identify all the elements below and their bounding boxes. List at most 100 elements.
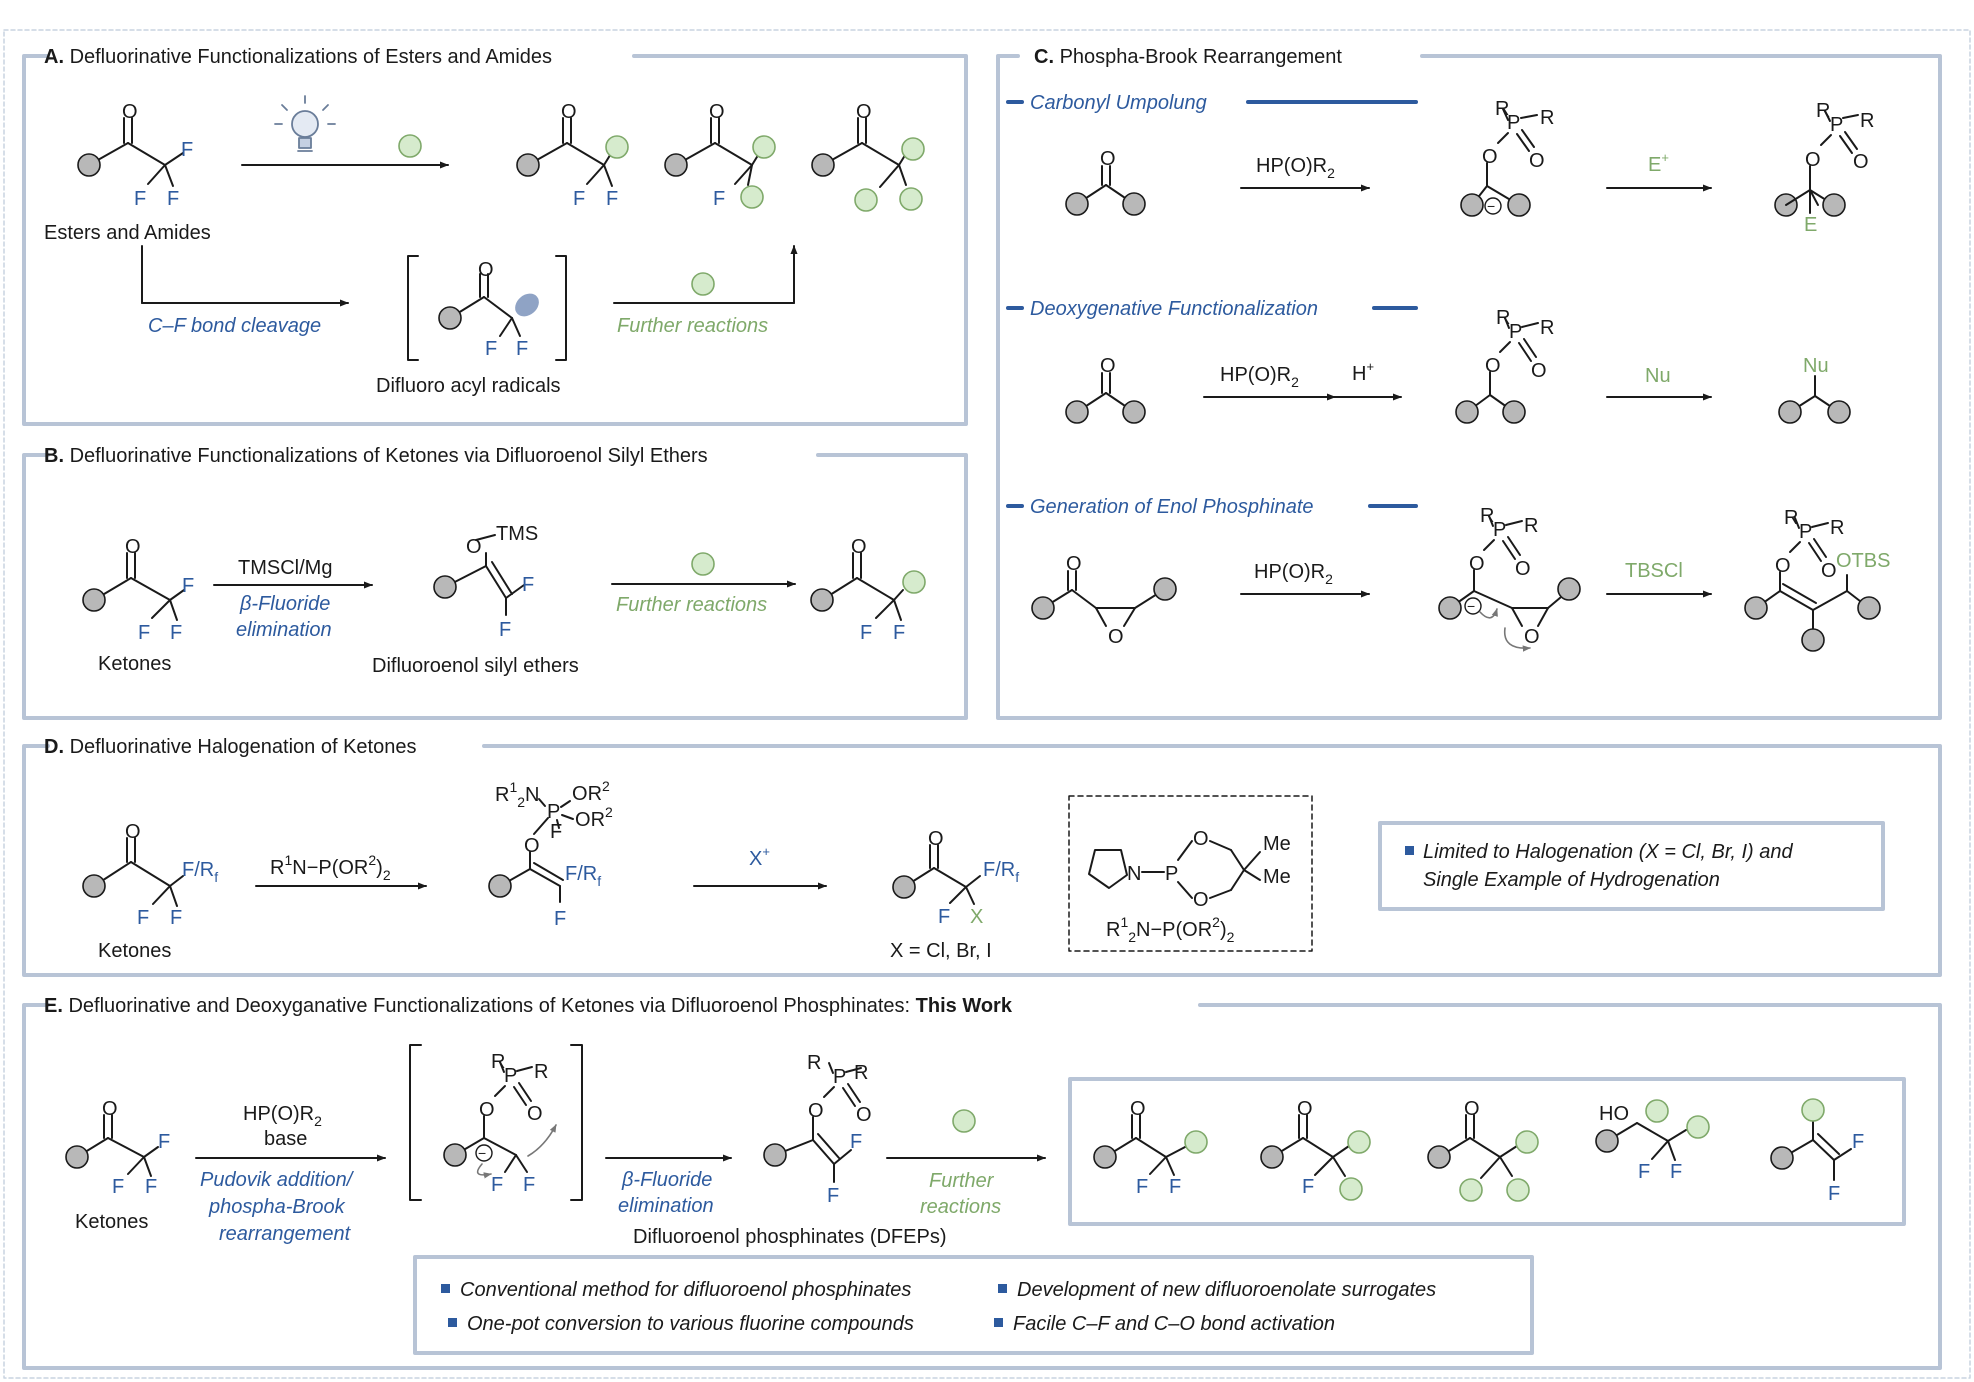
e-base: base (264, 1128, 307, 1150)
c-row1-product: O P R R O E (1774, 100, 1874, 236)
panel-b: B. Defluorinative Functionalizations of … (22, 445, 968, 720)
svg-text:F: F (170, 622, 182, 644)
e-bullet4-icon (994, 1318, 1003, 1327)
e-bullet-1: Conventional method for difluoroenol pho… (460, 1279, 911, 1301)
svg-text:R12N: R12N (495, 779, 540, 810)
panel-a-title: Defluorinative Functionalizations of Est… (70, 46, 552, 68)
svg-text:F: F (550, 821, 562, 843)
svg-text:F: F (182, 575, 194, 597)
c-row2-product: Nu (1778, 355, 1851, 424)
svg-text:O: O (1853, 151, 1869, 173)
svg-text:F/Rf: F/Rf (983, 859, 1019, 885)
svg-text:R: R (1830, 517, 1844, 539)
e-alkoxide-intermediate: − O P R R O F F (443, 1051, 557, 1196)
e-pudovik-line1: Pudovik addition/ (200, 1169, 355, 1191)
e-product-difluoroketone: O F F (1093, 1098, 1208, 1198)
d-substrate-label: Ketones (98, 940, 171, 962)
svg-text:R: R (1540, 107, 1554, 129)
svg-text:F: F (134, 188, 146, 210)
svg-text:O: O (709, 101, 725, 123)
svg-text:R: R (1816, 100, 1830, 122)
svg-text:P: P (547, 801, 560, 823)
svg-text:F: F (491, 1174, 503, 1196)
svg-text:R: R (1496, 307, 1510, 329)
e-product-alcohol: HO F F (1595, 1099, 1710, 1183)
svg-text:P: P (504, 1065, 517, 1087)
c-row3-epoxy-ketone: O O (1031, 553, 1177, 648)
svg-text:O: O (1108, 626, 1124, 648)
svg-text:E: E (1804, 214, 1817, 236)
a-further-label: Further reactions (617, 315, 768, 337)
svg-text:P: P (1830, 114, 1843, 136)
svg-text:O: O (1130, 1098, 1146, 1120)
a-cleavage-label: C–F bond cleavage (148, 315, 321, 337)
svg-text:O: O (1775, 555, 1791, 577)
c-row3-silyl-reagent: TBSCl (1625, 560, 1683, 582)
svg-text:O: O (1524, 626, 1540, 648)
d-reagent-formula: R12N−P(OR2)2 (1106, 914, 1235, 945)
b-step-line2: elimination (236, 619, 332, 641)
svg-text:F: F (573, 188, 585, 210)
svg-text:F: F (893, 622, 905, 644)
svg-text:F: F (554, 908, 566, 930)
svg-text:O: O (808, 1100, 824, 1122)
svg-text:P: P (1799, 521, 1812, 543)
svg-text:F: F (485, 338, 497, 360)
panel-b-title: Defluorinative Functionalizations of Ket… (70, 445, 708, 467)
svg-text:F: F (1169, 1176, 1181, 1198)
c-enol-heading: Generation of Enol Phosphinate (1030, 496, 1314, 518)
e-product-difluoroalkene: F F (1770, 1098, 1864, 1205)
svg-text:R: R (1524, 515, 1538, 537)
panel-e-letter: E. (44, 995, 63, 1017)
e-elim-line2: elimination (618, 1195, 714, 1217)
svg-text:O: O (1529, 150, 1545, 172)
svg-text:Me: Me (1263, 866, 1291, 888)
svg-text:F: F (158, 1131, 170, 1153)
e-bullet-4: Facile C–F and C–O bond activation (1013, 1313, 1335, 1335)
svg-text:O: O (1515, 558, 1531, 580)
svg-text:F/Rf: F/Rf (182, 859, 218, 885)
svg-text:F: F (145, 1176, 157, 1198)
svg-text:O: O (527, 1103, 543, 1125)
svg-text:O: O (851, 536, 867, 558)
svg-text:E. Defluorinative and Deoxygan: E. Defluorinative and Deoxyganative Func… (44, 995, 1013, 1017)
svg-text:O: O (1193, 828, 1209, 850)
panel-d-letter: D. (44, 736, 64, 758)
svg-text:C. Phospha-Brook Rearrangement: C. Phospha-Brook Rearrangement (1034, 46, 1342, 68)
panel-a: A. Defluorinative Functionalizations of … (22, 46, 968, 426)
svg-text:R: R (491, 1051, 505, 1073)
svg-text:F: F (713, 188, 725, 210)
d-note-box (1378, 821, 1885, 911)
svg-text:O: O (1469, 553, 1485, 575)
outer-frame (3, 29, 1971, 1379)
svg-text:TMS: TMS (496, 523, 538, 545)
d-halogen-reagent: X+ (749, 844, 770, 870)
svg-text:F: F (167, 188, 179, 210)
d-halogen-definition: X = Cl, Br, I (890, 940, 992, 962)
c-row2-phosphinate: O P R R O (1455, 307, 1554, 424)
b-substrate-label: Ketones (98, 653, 171, 675)
svg-text:F: F (850, 1131, 862, 1153)
svg-text:D. Defluorinative Halogenation: D. Defluorinative Halogenation of Ketone… (44, 736, 416, 758)
svg-text:F: F (523, 1174, 535, 1196)
svg-text:F: F (1302, 1176, 1314, 1198)
svg-text:−: − (478, 1145, 486, 1161)
e-dfep-structure: O P R R O F F (763, 1052, 872, 1207)
c-row3-enolate: − O P R R O O (1438, 505, 1581, 652)
svg-text:F: F (516, 338, 528, 360)
e-intermediate-label: Difluoroenol phosphinates (DFEPs) (633, 1226, 947, 1248)
d-reagent-box (1068, 795, 1313, 952)
svg-text:F: F (1852, 1131, 1864, 1153)
panel-c-title: Phospha-Brook Rearrangement (1060, 46, 1343, 68)
svg-text:F: F (1670, 1161, 1682, 1183)
a-substrate-structure: O F F F (77, 101, 193, 210)
d-substrate-structure: O F/Rf F F (82, 821, 218, 929)
svg-text:O: O (856, 1104, 872, 1126)
svg-text:P: P (1509, 321, 1522, 343)
svg-text:F: F (827, 1185, 839, 1207)
svg-text:O: O (1100, 355, 1116, 377)
svg-text:OR2: OR2 (575, 804, 613, 831)
b-intermediate-label: Difluoroenol silyl ethers (372, 655, 579, 677)
light-bulb-icon (274, 95, 336, 152)
